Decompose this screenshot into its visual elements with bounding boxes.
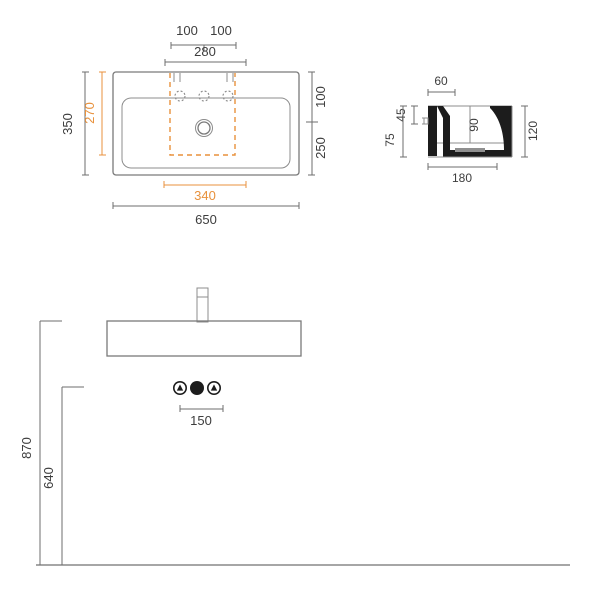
fixture-symbols-row (173, 381, 221, 395)
water-supply-right (207, 381, 221, 395)
dim-label-60: 60 (434, 74, 448, 88)
dim-label-350: 350 (60, 113, 75, 135)
dim-label-640: 640 (41, 467, 56, 489)
dim-label-340: 340 (194, 188, 216, 203)
dim-label-870: 870 (19, 437, 34, 459)
dim-label-100-back: 100 (313, 86, 328, 108)
side-section-view: 60 45 75 90 120 180 (383, 74, 540, 185)
dim-tap-total: 280 (164, 44, 247, 66)
dim-overall-depth: 350 (60, 71, 89, 176)
dim-rim-height: 640 (41, 386, 84, 565)
dim-overall-height: 120 (521, 105, 540, 158)
top-plan-view: 100 100 280 350 270 100 250 340 (60, 23, 328, 227)
dim-label-180: 180 (452, 171, 472, 185)
dim-overall-width: 650 (112, 202, 300, 227)
tap-hole-right (222, 90, 234, 102)
dim-label-75: 75 (383, 133, 397, 147)
basin-outline-plan (112, 71, 300, 176)
waste-outlet-center (190, 381, 204, 395)
dim-label-250: 250 (313, 137, 328, 159)
bowl-zone-dashed (169, 73, 236, 156)
basin-bowl-plan (121, 97, 291, 169)
tap-hole-left (174, 90, 186, 102)
dim-upper-height: 45 (394, 105, 418, 125)
dim-supply-spacing: 150 (179, 405, 224, 428)
dim-right-stack: 100 250 (306, 71, 328, 176)
tap-hole-center (198, 90, 210, 102)
dim-label-270: 270 (82, 102, 97, 124)
drain-outlet-plan (195, 119, 213, 137)
dim-bowl-width-accent: 340 (163, 181, 247, 203)
basin-outline-elevation (106, 320, 302, 357)
dim-label-150: 150 (190, 413, 212, 428)
basin-section-profile (422, 105, 513, 158)
dim-label-100-left: 100 (176, 23, 198, 38)
dim-label-650: 650 (195, 212, 217, 227)
dim-ledge-width: 60 (427, 74, 456, 96)
dim-lower-height: 75 (383, 105, 407, 158)
dim-label-280: 280 (194, 44, 216, 59)
dim-bowl-depth-accent: 270 (82, 71, 106, 156)
water-supply-left (173, 381, 187, 395)
dim-label-45: 45 (394, 108, 408, 122)
wall-spout (196, 287, 209, 323)
dim-bowl-depth: 90 (467, 118, 481, 132)
front-elevation-view: 150 870 640 (19, 287, 570, 566)
dim-overall-projection: 180 (427, 163, 498, 185)
dim-label-90: 90 (467, 118, 481, 132)
dim-label-120: 120 (526, 121, 540, 141)
dim-label-100-right: 100 (210, 23, 232, 38)
tap-hole-ticks (173, 73, 234, 82)
dim-mounting-height: 870 (19, 320, 62, 565)
dim-tap-spacing: 100 100 (170, 23, 237, 51)
